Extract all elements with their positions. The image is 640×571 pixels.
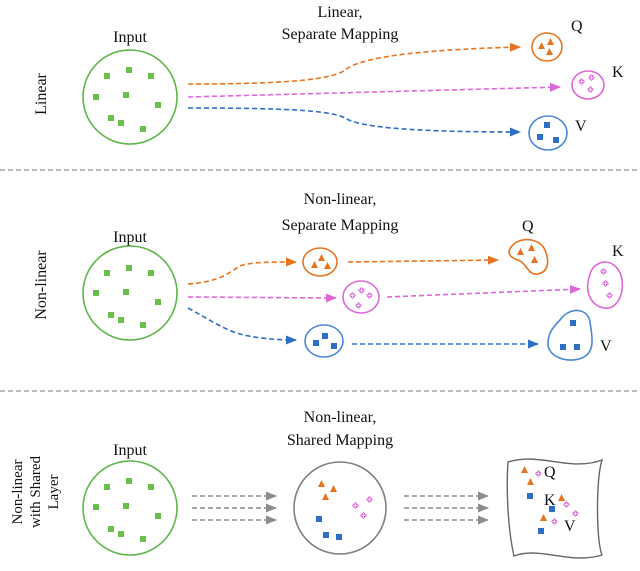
row-label-linear: Linear <box>33 72 50 114</box>
input-circle <box>82 245 178 341</box>
mapping-title-line1: Non-linear, <box>304 191 377 208</box>
k-hidden-cluster <box>342 280 380 314</box>
q-label: Q <box>544 464 556 481</box>
arrow-v <box>187 107 522 137</box>
arrow-q <box>187 42 522 85</box>
arrows-to-output <box>404 491 490 525</box>
shared-hidden-points <box>316 480 373 540</box>
row-label-shared-line1: Non-linear <box>10 460 26 525</box>
k-cluster <box>571 70 605 100</box>
input-points <box>93 67 161 132</box>
v-cluster <box>547 309 593 361</box>
k-label: K <box>544 492 556 509</box>
q-cluster <box>508 238 549 275</box>
k-label: K <box>612 64 624 81</box>
row-label-shared-line3: Layer <box>46 475 62 510</box>
v-hidden-cluster <box>304 324 344 358</box>
input-label: Input <box>113 442 147 459</box>
row-label-shared: Non-linear with Shared Layer <box>10 455 62 528</box>
input-label: Input <box>113 29 147 46</box>
row-label-nonlinear: Non-linear <box>33 250 50 320</box>
arrow-q-stage2 <box>347 255 500 265</box>
mapping-title-line2: Separate Mapping <box>282 217 399 234</box>
shared-hidden-circle <box>293 461 387 555</box>
mapping-title-line2: Shared Mapping <box>287 432 393 449</box>
v-cluster <box>528 115 568 151</box>
q-cluster <box>531 32 563 62</box>
arrow-k-stage2 <box>386 284 582 298</box>
v-label: V <box>600 338 612 355</box>
q-hidden-cluster <box>302 247 338 277</box>
mapping-title-line1: Linear, <box>317 4 362 21</box>
shared-output-region <box>506 458 604 559</box>
mapping-title-line1: Non-linear, <box>304 409 377 426</box>
section-shared: Non-linear with Shared Layer Input Non-l… <box>10 409 604 559</box>
arrow-k-stage1 <box>187 293 338 303</box>
mapping-title-line2: Separate Mapping <box>282 26 399 43</box>
v-label: V <box>564 518 576 535</box>
k-cluster <box>586 261 624 309</box>
input-circle <box>82 49 178 145</box>
row-label-shared-line2: with Shared <box>28 455 44 528</box>
q-label: Q <box>571 18 583 35</box>
section-linear: Linear Input Linear, Separate Mapping Q … <box>33 4 624 151</box>
input-circle <box>82 460 178 556</box>
arrow-v-stage1 <box>187 307 298 345</box>
arrow-k <box>187 82 562 98</box>
k-label: K <box>612 243 624 260</box>
arrow-q-stage1 <box>187 257 298 285</box>
v-label: V <box>575 118 587 135</box>
input-points <box>93 478 161 542</box>
input-label: Input <box>113 229 147 246</box>
input-points <box>93 265 161 328</box>
q-label: Q <box>522 218 534 235</box>
arrows-to-shared <box>192 491 278 525</box>
section-nonlinear: Non-linear Input Non-linear, Separate Ma… <box>33 191 624 361</box>
